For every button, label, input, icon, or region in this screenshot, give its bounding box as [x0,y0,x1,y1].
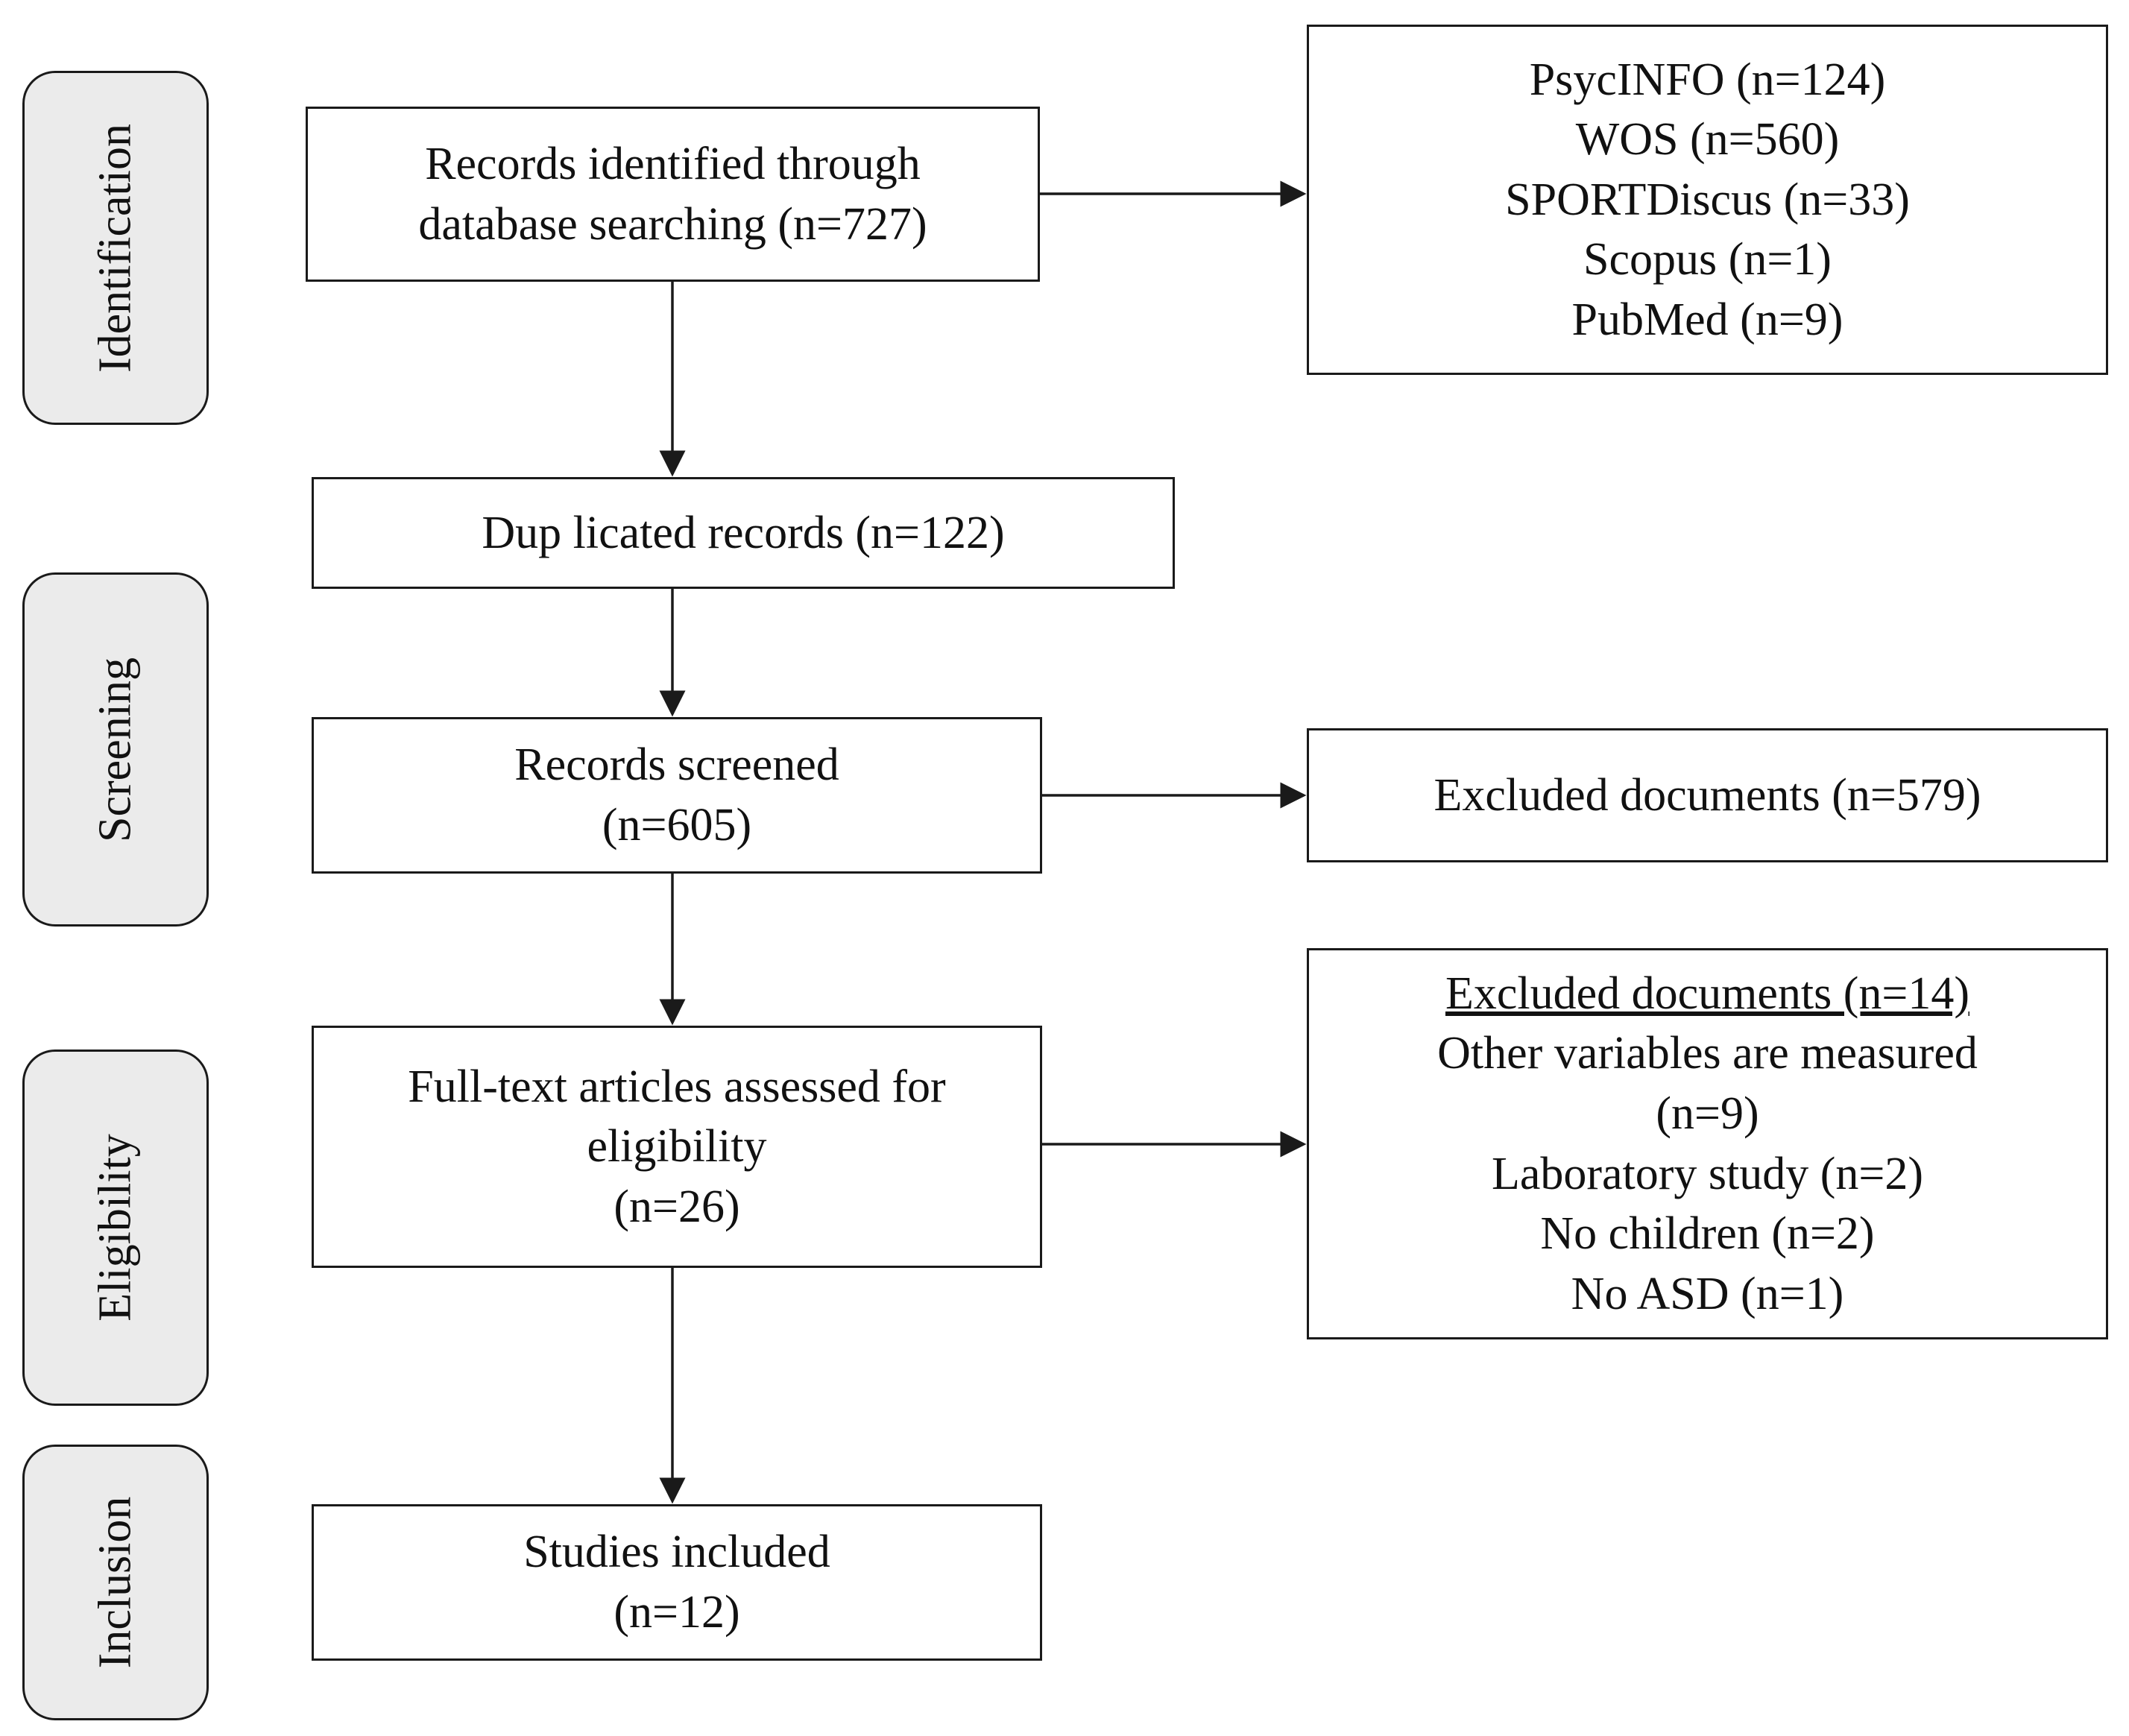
box-line: (n=605) [602,800,752,850]
stage-label-eligibility-text: Eligibility [89,1134,141,1322]
box-line: Laboratory study (n=2) [1491,1148,1924,1199]
box-line: WOS (n=560) [1575,114,1840,165]
stage-label-screening-text: Screening [89,657,141,842]
box-line: Other variables are measured [1437,1028,1978,1079]
stage-label-inclusion-text: Inclusion [89,1496,141,1669]
box-line: Studies included [523,1527,830,1578]
box-line: Dup licated records (n=122) [482,507,1005,558]
box-line: Full-text articles assessed for [408,1061,946,1112]
stage-label-identification: Identification [22,71,209,425]
box-line: SPORTDiscus (n=33) [1505,174,1910,225]
box-line: No ASD (n=1) [1571,1268,1844,1319]
database-sources-box: PsycINFO (n=124) WOS (n=560) SPORTDiscus… [1307,25,2108,375]
box-line: No children (n=2) [1540,1208,1875,1260]
box-line: PubMed (n=9) [1571,294,1843,345]
box-line: database searching (n=727) [418,198,927,250]
stage-label-inclusion: Inclusion [22,1445,209,1720]
stage-label-eligibility: Eligibility [22,1050,209,1406]
box-line: eligibility [587,1121,767,1172]
box-line: (n=9) [1656,1088,1759,1139]
stage-label-identification-text: Identification [89,123,141,373]
records-identified-box: Records identified through database sear… [306,107,1040,282]
box-heading: Excluded documents (n=14) [1445,968,1969,1019]
box-line: Records identified through [425,138,921,189]
excluded-documents-screening-box: Excluded documents (n=579) [1307,728,2108,862]
studies-included-box: Studies included (n=12) [312,1504,1042,1661]
box-line: (n=12) [614,1587,740,1638]
records-screened-box: Records screened (n=605) [312,717,1042,874]
duplicated-records-box: Dup licated records (n=122) [312,477,1175,589]
fulltext-assessed-box: Full-text articles assessed for eligibil… [312,1026,1042,1268]
stage-label-screening: Screening [22,572,209,927]
box-line: Excluded documents (n=579) [1433,769,1981,821]
box-line: PsycINFO (n=124) [1529,54,1886,105]
box-line: Records screened [514,739,839,791]
box-line: Scopus (n=1) [1583,234,1832,285]
excluded-documents-eligibility-box: Excluded documents (n=14) Other variable… [1307,948,2108,1339]
box-line: (n=26) [614,1181,740,1232]
